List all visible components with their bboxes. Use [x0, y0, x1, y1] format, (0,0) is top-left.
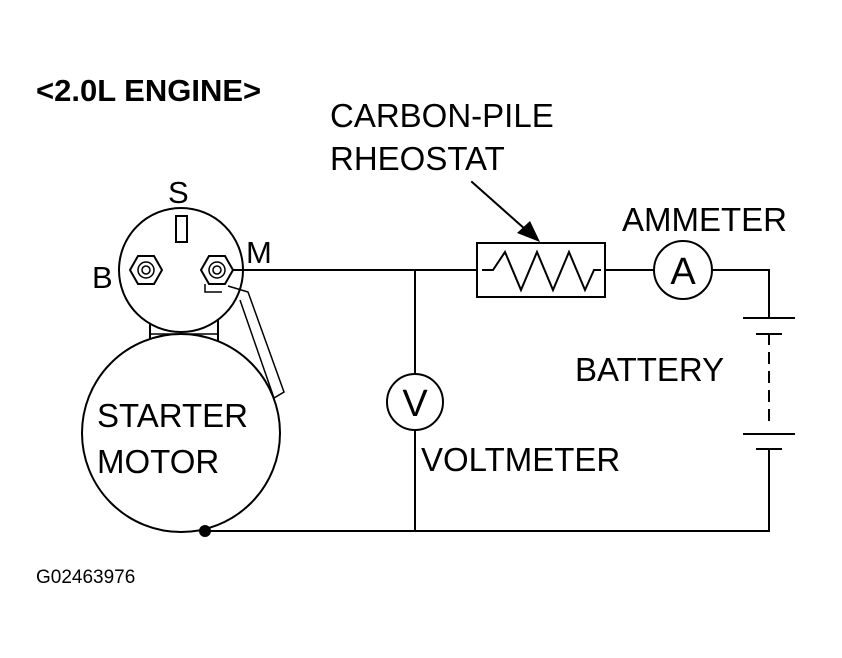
starter-motor-body — [81, 333, 281, 533]
engine-title: <2.0L ENGINE> — [36, 73, 261, 108]
figure-id: G02463976 — [36, 567, 135, 588]
circuit-wires — [204, 269, 770, 532]
s-terminal — [175, 215, 188, 243]
ammeter-symbol: A — [670, 251, 696, 293]
carbon-pile-rheostat — [476, 242, 606, 298]
b-terminal — [128, 255, 164, 285]
rheostat-leader-arrow — [470, 180, 540, 242]
voltmeter-label: VOLTMETER — [421, 441, 620, 478]
rheostat-label-line1: CARBON-PILE — [330, 97, 554, 134]
starter-label-line1: STARTER — [97, 397, 248, 434]
rheostat-label-line2: RHEOSTAT — [330, 140, 505, 177]
motor-strap — [227, 285, 285, 400]
starter-solenoid — [118, 207, 244, 351]
terminal-b-label: B — [92, 260, 113, 295]
starter-label-line2: MOTOR — [97, 443, 219, 480]
terminal-s-label: S — [168, 175, 189, 210]
battery — [743, 317, 795, 450]
terminal-m-label: M — [246, 235, 272, 270]
ammeter: A — [653, 240, 713, 300]
voltmeter-symbol: V — [402, 383, 428, 425]
ammeter-label: AMMETER — [622, 201, 787, 238]
ground-junction-dot — [199, 525, 211, 537]
battery-label: BATTERY — [575, 351, 724, 388]
voltmeter: V — [386, 373, 444, 431]
